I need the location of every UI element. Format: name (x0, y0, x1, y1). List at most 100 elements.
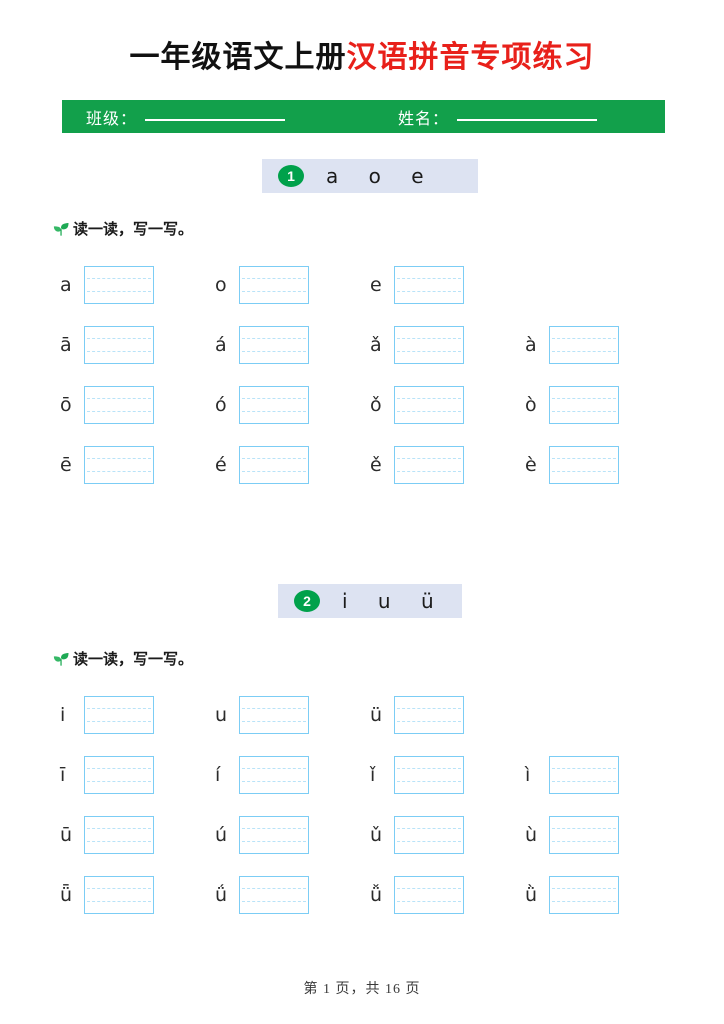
write-box[interactable] (394, 756, 464, 794)
write-box[interactable] (549, 756, 619, 794)
student-info-bar: 班级： 姓名： (62, 100, 665, 133)
write-box[interactable] (239, 756, 309, 794)
table-row: ū ú ǔ ù (0, 805, 724, 865)
cell-label: ì (525, 764, 531, 786)
instruction-2: 读一读，写一写。 (52, 648, 193, 669)
write-box[interactable] (394, 386, 464, 424)
practice-cell[interactable]: ū (60, 805, 154, 865)
practice-cell[interactable]: ǘ (215, 865, 309, 925)
section-header-2: 2 i u ü (278, 584, 462, 618)
write-box[interactable] (549, 386, 619, 424)
cell-label: u (215, 704, 228, 726)
write-box[interactable] (84, 756, 154, 794)
practice-cell[interactable]: ó (215, 375, 309, 435)
practice-cell[interactable]: ǒ (370, 375, 464, 435)
practice-cell[interactable]: á (215, 315, 309, 375)
write-box[interactable] (84, 266, 154, 304)
write-box[interactable] (84, 326, 154, 364)
practice-cell[interactable]: ī (60, 745, 154, 805)
cell-label: ǐ (370, 764, 376, 786)
write-box[interactable] (394, 446, 464, 484)
cell-label: ǎ (370, 334, 382, 356)
class-field[interactable]: 班级： (86, 100, 286, 133)
write-box[interactable] (394, 326, 464, 364)
class-label: 班级： (86, 110, 138, 128)
practice-cell[interactable]: ē (60, 435, 154, 495)
table-row: ō ó ǒ ò (0, 375, 724, 435)
practice-grid-1: a o e ā á ǎ à ō (0, 255, 724, 495)
practice-cell[interactable]: ǜ (525, 865, 619, 925)
write-box[interactable] (549, 876, 619, 914)
table-row: ǖ ǘ ǚ ǜ (0, 865, 724, 925)
cell-label: ò (525, 394, 537, 416)
practice-cell[interactable]: ú (215, 805, 309, 865)
table-row: ē é ě è (0, 435, 724, 495)
practice-cell[interactable]: ǔ (370, 805, 464, 865)
practice-cell[interactable]: à (525, 315, 619, 375)
table-row: a o e (0, 255, 724, 315)
practice-cell[interactable]: ǖ (60, 865, 154, 925)
cell-label: ū (60, 824, 73, 846)
section-number-badge-2: 2 (294, 590, 320, 612)
write-box[interactable] (239, 386, 309, 424)
practice-cell[interactable]: ā (60, 315, 154, 375)
practice-cell[interactable]: ǐ (370, 745, 464, 805)
instruction-1: 读一读，写一写。 (52, 218, 193, 239)
section-number-badge-1: 1 (278, 165, 304, 187)
write-box[interactable] (394, 816, 464, 854)
practice-cell[interactable]: ò (525, 375, 619, 435)
write-box[interactable] (84, 876, 154, 914)
name-write-rule[interactable] (457, 118, 598, 121)
write-box[interactable] (394, 876, 464, 914)
practice-cell[interactable]: ō (60, 375, 154, 435)
practice-cell[interactable]: e (370, 255, 464, 315)
write-box[interactable] (394, 696, 464, 734)
practice-cell[interactable]: u (215, 685, 309, 745)
section-header-1: 1 a o e (262, 159, 478, 193)
cell-label: ǜ (525, 884, 538, 906)
cell-label: ǘ (215, 884, 228, 906)
class-write-rule[interactable] (145, 118, 286, 121)
practice-cell[interactable]: é (215, 435, 309, 495)
write-box[interactable] (549, 446, 619, 484)
page-title-red: 汉语拼音专项练习 (346, 41, 595, 74)
practice-cell[interactable]: ü (370, 685, 464, 745)
practice-cell[interactable]: í (215, 745, 309, 805)
cell-label: ě (370, 454, 382, 476)
write-box[interactable] (84, 446, 154, 484)
table-row: ā á ǎ à (0, 315, 724, 375)
cell-label: è (525, 454, 537, 476)
cell-label: ú (215, 824, 228, 846)
page-footer: 第 1 页，共 16 页 (303, 982, 421, 997)
practice-cell[interactable]: ù (525, 805, 619, 865)
write-box[interactable] (84, 816, 154, 854)
write-box[interactable] (84, 696, 154, 734)
write-box[interactable] (239, 326, 309, 364)
cell-label: i (60, 704, 66, 726)
practice-cell[interactable]: i (60, 685, 154, 745)
write-box[interactable] (84, 386, 154, 424)
practice-cell[interactable]: ǚ (370, 865, 464, 925)
practice-cell[interactable]: ǎ (370, 315, 464, 375)
write-box[interactable] (394, 266, 464, 304)
section-letters-1: a o e (326, 164, 436, 188)
write-box[interactable] (239, 876, 309, 914)
practice-cell[interactable]: a (60, 255, 154, 315)
practice-cell[interactable]: ě (370, 435, 464, 495)
write-box[interactable] (239, 446, 309, 484)
practice-cell[interactable]: o (215, 255, 309, 315)
cell-label: ǔ (370, 824, 383, 846)
cell-label: ü (370, 704, 383, 726)
write-box[interactable] (239, 816, 309, 854)
write-box[interactable] (549, 816, 619, 854)
cell-label: a (60, 274, 72, 296)
practice-cell[interactable]: ì (525, 745, 619, 805)
write-box[interactable] (239, 696, 309, 734)
cell-label: ǒ (370, 394, 382, 416)
practice-cell[interactable]: è (525, 435, 619, 495)
cell-label: à (525, 334, 537, 356)
name-field[interactable]: 姓名： (398, 100, 598, 133)
cell-label: ǖ (60, 884, 73, 906)
write-box[interactable] (549, 326, 619, 364)
write-box[interactable] (239, 266, 309, 304)
